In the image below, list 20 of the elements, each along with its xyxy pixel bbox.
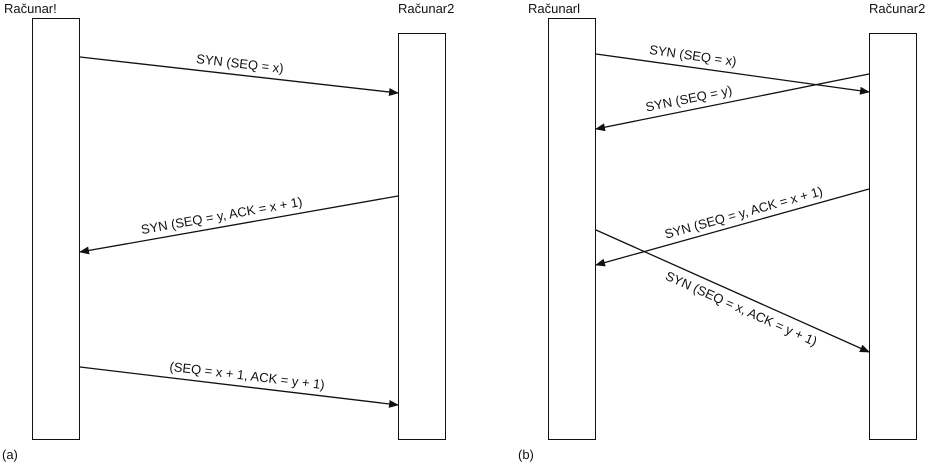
edge-label: SYN (SEQ = x) bbox=[648, 43, 738, 70]
lifeline-box bbox=[548, 18, 596, 440]
panel-label: (a) bbox=[2, 448, 18, 462]
lifeline-box bbox=[869, 33, 917, 440]
arrow bbox=[596, 53, 870, 95]
host-name: Računar! bbox=[4, 2, 57, 16]
host-name: Računar2 bbox=[398, 2, 454, 16]
arrow bbox=[80, 56, 399, 96]
arrow bbox=[596, 229, 870, 353]
edge-label: (SEQ = x + 1, ACK = y + 1) bbox=[167, 360, 326, 392]
lifeline-box bbox=[398, 33, 446, 440]
arrow bbox=[79, 195, 398, 254]
edge-label: SYN (SEQ = x) bbox=[194, 52, 286, 76]
panel-label: (b) bbox=[518, 448, 534, 462]
host-name: Računarl bbox=[528, 2, 580, 16]
host-name: Računar2 bbox=[869, 2, 926, 16]
arrow bbox=[595, 188, 870, 266]
arrow bbox=[595, 73, 870, 132]
arrow bbox=[80, 366, 399, 408]
lifeline-box bbox=[32, 18, 80, 440]
